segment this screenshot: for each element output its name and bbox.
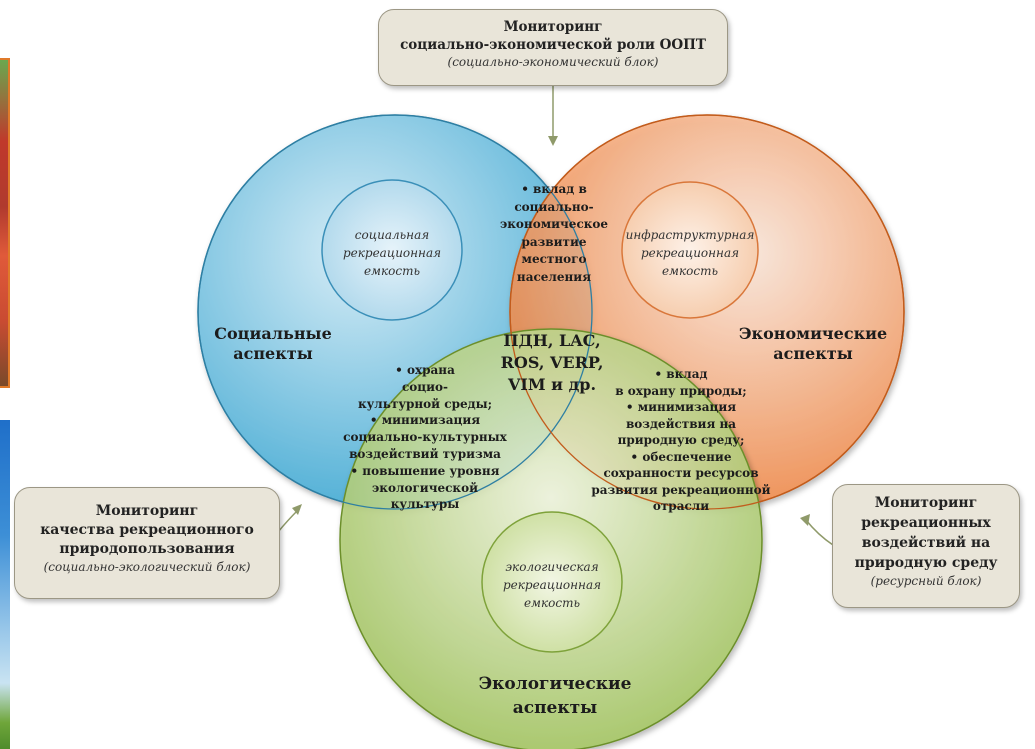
socio-ecological-monitoring-box: Мониторинг качества рекреационного приро… [14,487,280,599]
resource-monitoring-subtitle: (ресурсный блок) [870,574,982,588]
center-methods-text: ПДН, LAC, ROS, VERP, VIM и др. [500,331,604,394]
left-connector-line [277,509,299,533]
economic-ecological-intersection-text: • вклад в охрану природы; • минимизация … [591,367,771,513]
cropped-photo-strip-bottom [0,420,10,749]
right-connector-arrow [800,514,810,526]
resource-monitoring-title: Мониторинг рекреационных воздействий на … [854,495,998,571]
resource-monitoring-box: Мониторинг рекреационных воздействий на … [832,484,1020,608]
right-connector-line [805,519,834,546]
ecological-capacity-text: экологическая рекреационная емкость [502,560,602,610]
top-connector-arrow [548,136,558,146]
infrastructure-capacity-text: инфраструктурная рекреационная емкость [625,228,755,278]
socio-economic-monitoring-title: Мониторинг социально-экономической роли … [400,19,706,53]
left-connector-arrow [292,504,302,515]
economic-circle-outline [509,114,905,510]
social-ecological-intersection-text: • охрана социо- культурной среды; • мини… [343,363,507,512]
socio-economic-monitoring-box: Мониторинг социально-экономической роли … [378,9,728,86]
cropped-photo-strip-top [0,58,10,388]
economic-aspects-label: Экономические аспекты [738,324,888,363]
social-capacity-text: социальная рекреационная емкость [342,228,442,278]
socio-economic-monitoring-subtitle: (социально-экономический блок) [447,55,659,69]
infrastructure-capacity-circle [621,181,759,319]
ecological-capacity-circle [481,511,623,653]
ecological-aspects-label: Экологические аспекты [478,674,632,718]
social-economic-intersection-text: • вклад в социально- экономическое разви… [499,182,609,284]
social-circle-outline [197,114,593,510]
socio-ecological-monitoring-subtitle: (социально-экологический блок) [43,560,251,574]
social-aspects-label: Социальные аспекты [214,324,332,363]
social-capacity-circle [321,179,463,321]
socio-ecological-monitoring-title: Мониторинг качества рекреационного приро… [40,503,254,557]
